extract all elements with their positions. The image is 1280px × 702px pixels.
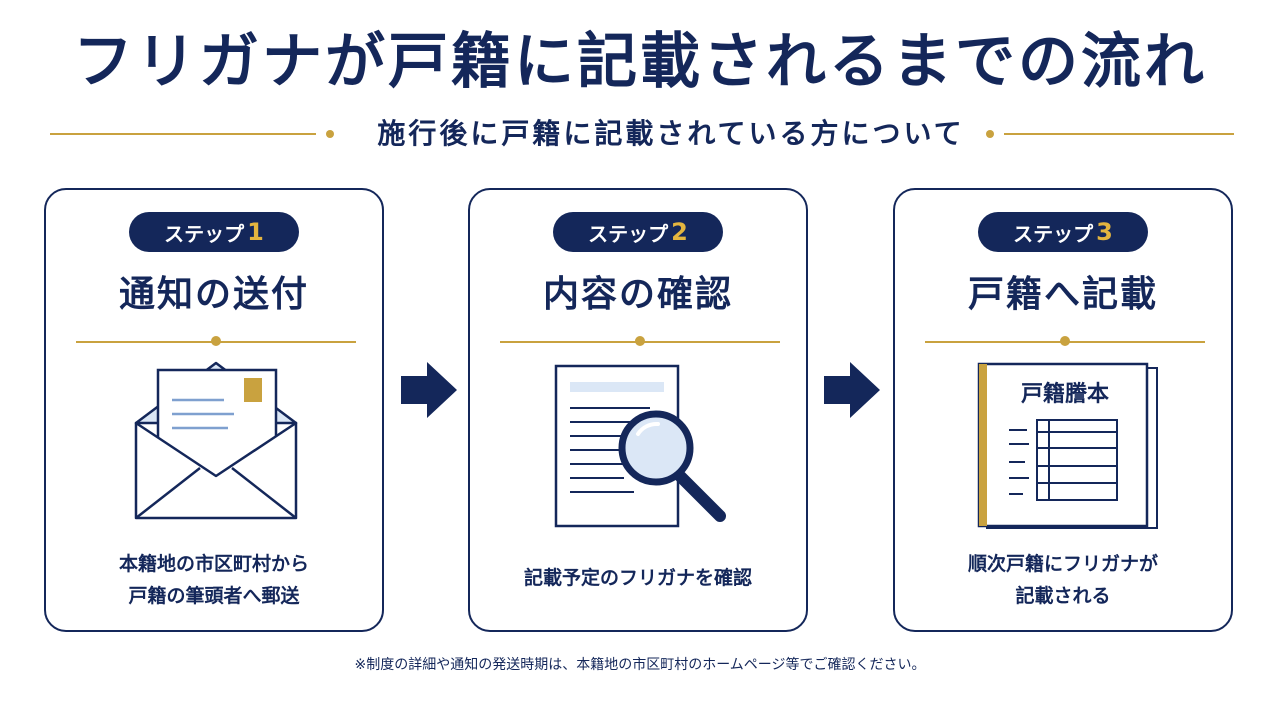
step-title-3: 戸籍へ記載 — [967, 274, 1158, 315]
register-book-icon: 戸籍謄本 — [977, 362, 1158, 529]
step-description-1-line-2: 戸籍の筆頭者へ郵送 — [128, 585, 300, 607]
step-badge-number-2: 2 — [671, 218, 688, 246]
step-badge-label-1: ステップ — [164, 221, 245, 246]
footnote: ※制度の詳細や通知の発送時期は、本籍地の市区町村のホームページ等でご確認ください… — [354, 657, 926, 673]
step-description-1-line-1: 本籍地の市区町村から — [118, 553, 309, 575]
subtitle-dot-right — [986, 130, 994, 138]
step-description-3: 順次戸籍にフリガナが 記載される — [895, 548, 1231, 612]
subtitle-row: 施行後に戸籍に記載されている方について — [50, 112, 1234, 156]
subtitle-dot-left — [326, 130, 334, 138]
step-badge-number-3: 3 — [1096, 218, 1113, 246]
step-description-3-line-1: 順次戸籍にフリガナが — [967, 553, 1158, 575]
book-label: 戸籍謄本 — [1021, 381, 1109, 407]
step-description-1: 本籍地の市区町村から 戸籍の筆頭者へ郵送 — [46, 548, 382, 612]
envelope-letter-icon — [134, 361, 298, 520]
subtitle: 施行後に戸籍に記載されている方について — [377, 117, 965, 150]
step-description-2: 記載予定のフリガナを確認 — [470, 562, 806, 594]
step-description-3-line-2: 記載される — [1015, 585, 1111, 607]
step-badge-number-1: 1 — [247, 218, 264, 246]
arrow-right-icon — [824, 362, 880, 418]
step-badge-label-3: ステップ — [1013, 221, 1094, 246]
document-magnifier-icon — [554, 364, 726, 528]
page-title: フリガナが戸籍に記載されるまでの流れ — [73, 27, 1207, 97]
step-badge-label-2: ステップ — [588, 221, 669, 246]
step-description-2-line-1: 記載予定のフリガナを確認 — [523, 567, 752, 589]
step-title-1: 通知の送付 — [118, 274, 309, 315]
step-title-2: 内容の確認 — [542, 274, 733, 315]
step-divider-dot-3 — [1060, 336, 1070, 346]
subtitle-line-right — [1004, 133, 1234, 135]
arrow-right-icon — [401, 362, 457, 418]
step-divider-dot-1 — [211, 336, 221, 346]
step-divider-dot-2 — [635, 336, 645, 346]
subtitle-line-left — [50, 133, 316, 135]
